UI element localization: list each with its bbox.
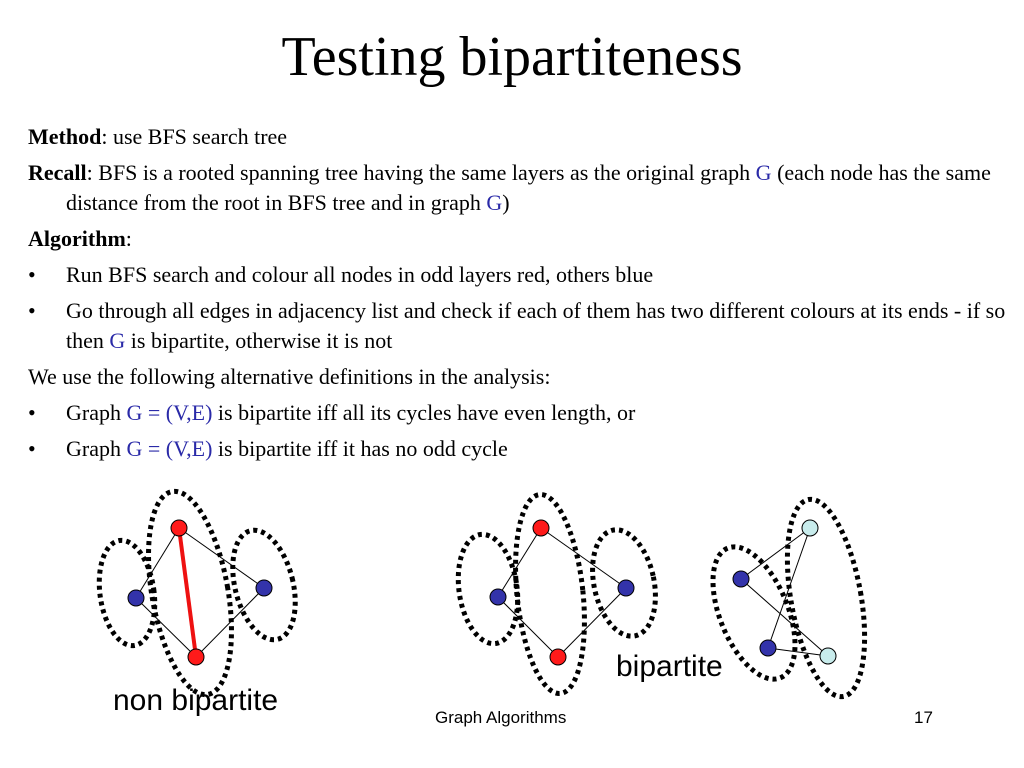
odd-edge-highlight [177,527,198,658]
slide-body: Method: use BFS search tree Recall: BFS … [28,122,1008,470]
graph-edge [135,597,197,658]
graph-edge [767,647,829,657]
method-text: : use BFS search tree [101,124,288,149]
partition-ellipse [710,544,798,682]
graph-bipartite-square [455,491,658,697]
method-line: Method: use BFS search tree [28,122,1008,152]
graph-edge [195,587,265,658]
partition-ellipse [784,496,868,700]
graph-bipartite-crossed [710,496,868,700]
graph-edge [178,527,265,589]
blue-node [732,570,750,588]
graph-edge [135,527,180,599]
blue-node [127,589,145,607]
algorithm-line: Algorithm: [28,224,1008,254]
bullet-graph: G = (V,E) [126,400,213,425]
recall-text-1: : BFS is a rooted spanning tree having t… [86,160,756,185]
bullet-marker: • [28,262,36,287]
recall-label: Recall [28,160,87,185]
page-number: 17 [914,708,933,727]
slide-title: Testing bipartiteness [281,26,743,88]
red-node [170,519,188,537]
method-label: Method [28,124,102,149]
graph-edge [740,578,829,657]
bullet-graph: G [109,328,126,353]
partition-ellipse [590,527,658,639]
recall-graph-2: G [486,190,503,215]
bipartite-label: bipartite [616,650,723,683]
partition-ellipse [513,491,587,697]
bullet-item: • Graph G = (V,E) is bipartite iff it ha… [28,434,1008,464]
partition-ellipse [455,531,521,647]
graph-edge [497,527,542,598]
bullet-text-post: is bipartite iff it has no odd cycle [212,436,508,461]
recall-graph-1: G [755,160,772,185]
bullet-marker: • [28,436,36,461]
graph-edge [740,527,811,580]
algorithm-colon: : [125,226,132,251]
bullet-marker: • [28,400,36,425]
graph-edge [767,527,811,649]
partition-ellipse [96,537,158,649]
graph-edge [557,587,627,658]
recall-line: Recall: BFS is a rooted spanning tree ha… [28,158,1008,218]
recall-text-2: (each node has the same distance from th… [66,160,991,215]
alt-intro: We use the following alternative definit… [28,364,551,389]
bullet-text: Graph G = (V,E) is bipartite iff it has … [66,434,1008,464]
bullet-text-post: is bipartite iff all its cycles have eve… [212,400,636,425]
bullet-text: Go through all edges in adjacency list a… [66,296,1008,356]
footer-title: Graph Algorithms [435,708,567,727]
graph-edge [540,527,627,589]
bullet-item: • Graph G = (V,E) is bipartite iff all i… [28,398,1008,428]
bullet-graph: G = (V,E) [126,436,213,461]
partition-ellipse [230,527,298,643]
bullet-text: Graph G = (V,E) is bipartite iff all its… [66,398,1008,428]
bullet-text-post: is bipartite, otherwise it is not [125,328,393,353]
recall-text-3: ) [502,190,510,215]
light-node [801,519,819,537]
blue-node [255,579,273,597]
bullet-item: • Go through all edges in adjacency list… [28,296,1008,356]
bullet-text: Run BFS search and colour all nodes in o… [66,262,654,287]
red-node [187,648,205,666]
partition-ellipse [146,488,234,698]
red-node [549,648,567,666]
graph-edge [497,596,559,658]
blue-node [759,639,777,657]
bullet-marker: • [28,298,36,323]
bullet-text-pre: Graph [66,436,127,461]
algorithm-label: Algorithm [28,226,126,251]
bullet-text-pre: Go through all edges in adjacency list a… [66,298,1006,353]
light-node [819,647,837,665]
bullet-item: • Run BFS search and colour all nodes in… [28,260,1008,290]
graph-non-bipartite [96,488,298,698]
bullet-text-pre: Graph [66,400,127,425]
red-node [532,519,550,537]
non-bipartite-label: non bipartite [113,684,279,717]
blue-node [617,579,635,597]
blue-node [489,588,507,606]
